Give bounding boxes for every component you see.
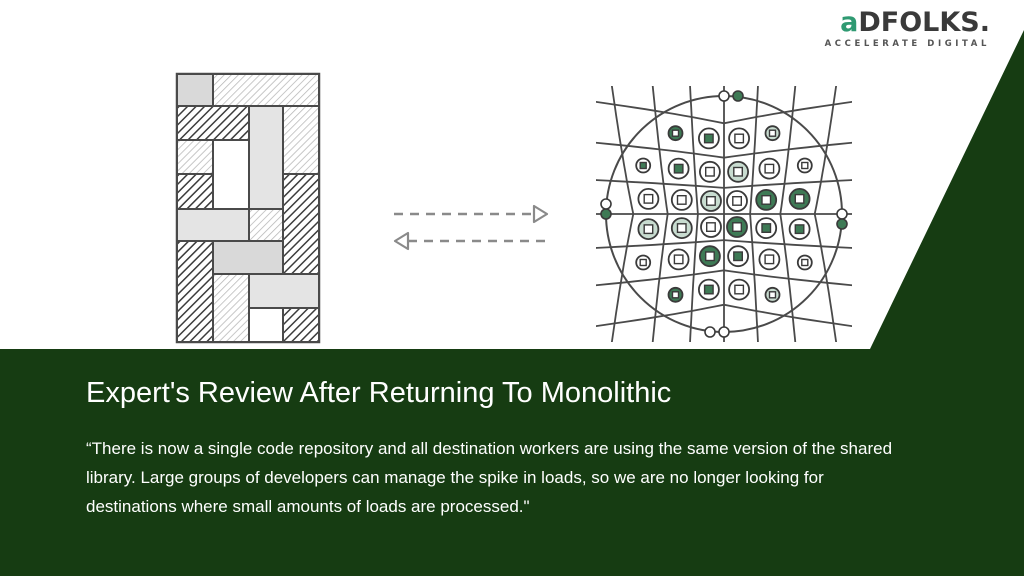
- bidirectional-dashed-arrows-icon: [393, 204, 549, 251]
- logo-tagline: ACCELERATE DIGITAL: [824, 39, 990, 49]
- service-node-icon: [667, 248, 690, 271]
- microservices-network-icon: [596, 86, 852, 342]
- monolith-block-icon: [175, 72, 321, 344]
- network-edge-dot: [600, 198, 612, 210]
- network-edge-dot: [732, 90, 744, 102]
- service-node-icon: [727, 160, 750, 183]
- network-edge-dot: [718, 326, 730, 338]
- expert-quote: “There is now a single code repository a…: [86, 439, 893, 516]
- service-node-icon: [637, 218, 660, 241]
- service-node-icon: [700, 190, 722, 212]
- network-edge-dot: [836, 218, 848, 230]
- service-node-icon: [698, 245, 721, 268]
- service-node-icon: [698, 160, 721, 183]
- service-node-icon: [670, 188, 693, 211]
- left-arrow-head: [393, 231, 410, 251]
- service-node-icon: [667, 157, 690, 180]
- service-node-icon: [667, 125, 684, 142]
- service-node-icon: [726, 216, 748, 238]
- service-node-icon: [788, 187, 811, 210]
- service-node-icon: [764, 286, 781, 303]
- network-edge-dot: [704, 326, 716, 338]
- service-node-icon: [755, 188, 778, 211]
- service-node-icon: [635, 157, 652, 174]
- network-edge-dot: [836, 208, 848, 220]
- service-node-icon: [764, 125, 781, 142]
- service-node-icon: [670, 217, 693, 240]
- service-node-icon: [637, 187, 660, 210]
- logo-brand-text: DFOLKS.: [858, 7, 990, 38]
- service-node-icon: [728, 127, 751, 150]
- service-node-icon: [755, 217, 778, 240]
- service-node-icon: [796, 157, 813, 174]
- network-edge-dot: [718, 90, 730, 102]
- service-node-icon: [635, 254, 652, 271]
- service-node-icon: [788, 218, 811, 241]
- network-edge-dot: [600, 208, 612, 220]
- logo-accent-letter: a: [840, 7, 859, 38]
- logo-wordmark: aDFOLKS.: [825, 8, 990, 38]
- right-arrow-head: [532, 204, 549, 224]
- service-node-icon: [697, 278, 720, 301]
- service-node-icon: [758, 248, 781, 271]
- adfolks-logo: aDFOLKS. ACCELERATE DIGITAL: [824, 8, 990, 50]
- service-node-icon: [758, 157, 781, 180]
- service-node-icon: [727, 245, 750, 268]
- service-node-icon: [796, 254, 813, 271]
- service-node-icon: [726, 190, 748, 212]
- service-node-icon: [667, 286, 684, 303]
- service-node-icon: [700, 216, 722, 238]
- green-diagonal-band: [0, 30, 1024, 576]
- service-node-icon: [728, 278, 751, 301]
- service-node-icon: [697, 127, 720, 150]
- page-title: Expert's Review After Returning To Monol…: [86, 377, 672, 409]
